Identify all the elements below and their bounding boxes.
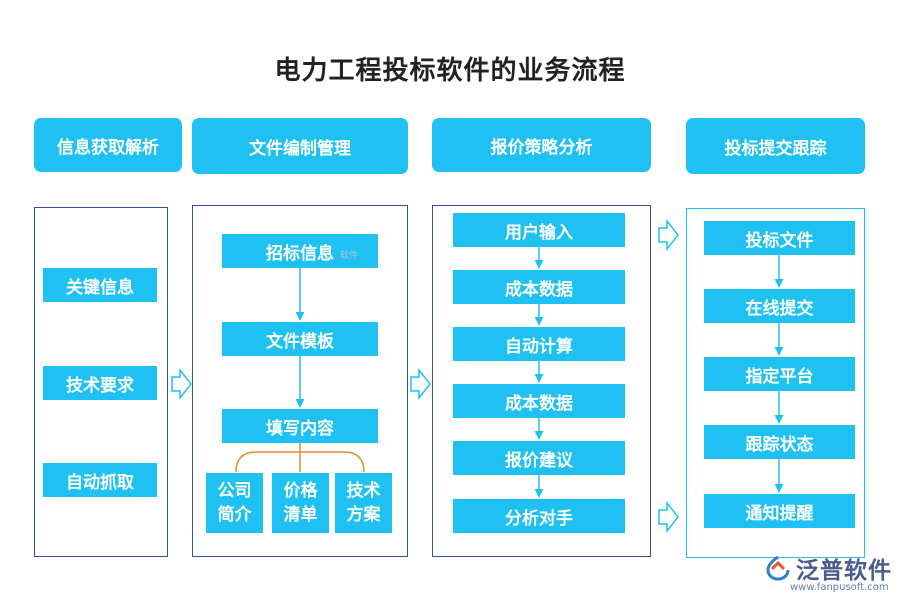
sub-company-intro-line2: 简介 [217, 505, 252, 525]
block-arrow-1 [171, 367, 192, 401]
header-doc-manage: 文件编制管理 [192, 118, 408, 174]
sub-price-list-line2: 清单 [283, 505, 318, 525]
step-fill-content: 填写内容 [222, 409, 378, 443]
step-tender-info: 招标信息 [222, 234, 378, 268]
watermark-text: 软件 [340, 251, 359, 261]
item-auto-capture: 自动抓取 [43, 463, 157, 497]
step-quote-advice: 报价建议 [453, 441, 625, 475]
brand-logo: 泛普软件 [764, 551, 892, 585]
block-arrow-4 [658, 500, 679, 534]
brand-name: 泛普软件 [796, 558, 892, 584]
step-notify: 通知提醒 [704, 494, 855, 528]
step-bid-doc: 投标文件 [704, 221, 855, 255]
step-analyze-rivals: 分析对手 [453, 499, 625, 533]
page-title: 电力工程投标软件的业务流程 [274, 56, 626, 86]
sub-tech-plan-line2: 方案 [346, 505, 381, 525]
step-designated-platform: 指定平台 [704, 357, 855, 391]
header-info-parse: 信息获取解析 [34, 118, 182, 172]
sub-tech-plan: 技术 方案 [335, 473, 392, 533]
block-arrow-2 [410, 367, 431, 401]
step-auto-calc: 自动计算 [453, 327, 625, 361]
sub-company-intro-line1: 公司 [217, 481, 252, 501]
sub-company-intro: 公司 简介 [206, 473, 263, 533]
block-arrow-3 [658, 218, 679, 252]
header-submit-track: 投标提交跟踪 [686, 118, 865, 174]
step-doc-template: 文件模板 [222, 322, 378, 356]
brand-url: www.fanpusoft.com [790, 582, 889, 593]
sub-price-list: 价格 清单 [272, 473, 329, 533]
step-online-submit: 在线提交 [704, 289, 855, 323]
header-quote-strategy: 报价策略分析 [432, 118, 651, 172]
sub-tech-plan-line1: 技术 [346, 481, 381, 501]
step-user-input: 用户输入 [453, 213, 625, 247]
item-tech-requirements: 技术要求 [43, 366, 157, 400]
sub-price-list-line1: 价格 [283, 481, 318, 501]
step-cost-data-2: 成本数据 [453, 384, 625, 418]
item-key-info: 关键信息 [43, 268, 157, 302]
step-track-status: 跟踪状态 [704, 425, 855, 459]
brand-logo-icon [766, 555, 790, 581]
step-cost-data-1: 成本数据 [453, 270, 625, 304]
